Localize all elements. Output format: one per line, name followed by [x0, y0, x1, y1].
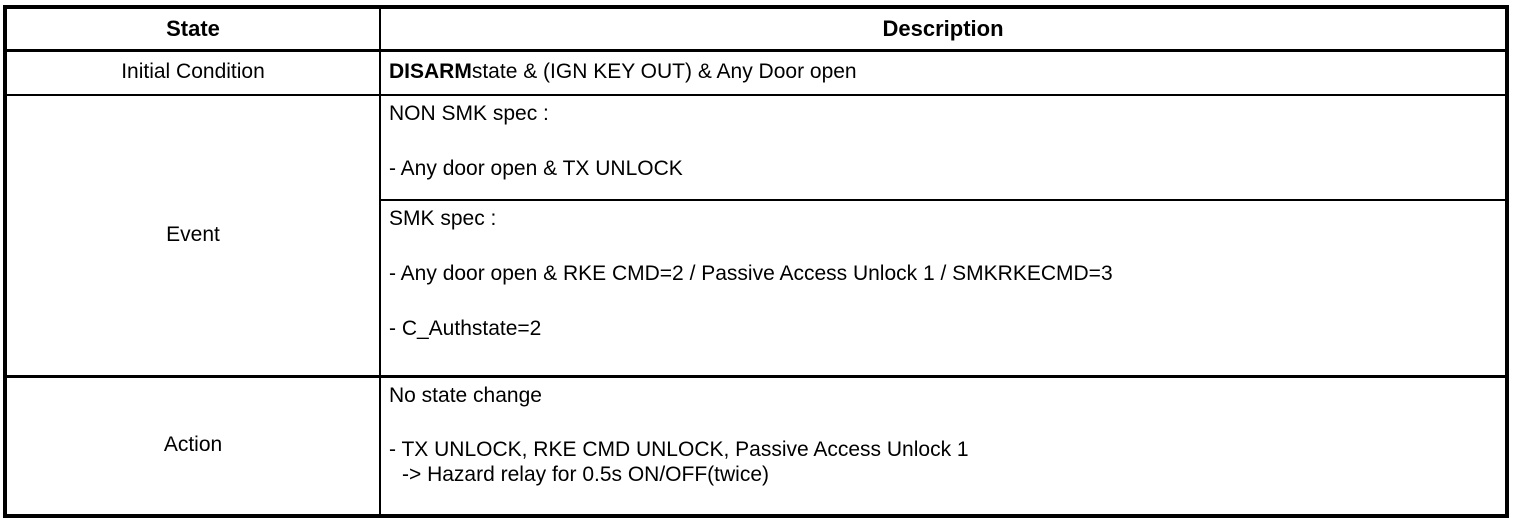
description-event-smk: SMK spec : - Any door open & RKE CMD=2 /…: [379, 199, 1508, 377]
header-row: State Description: [4, 6, 1508, 52]
description-event-non-smk: NON SMK spec : - Any door open & TX UNLO…: [379, 94, 1508, 201]
smk-heading: SMK spec :: [389, 207, 497, 230]
initial-condition-rest: state & (IGN KEY OUT) & Any Door open: [471, 60, 857, 84]
description-initial-condition: DISARMstate & (IGN KEY OUT) & Any Door o…: [379, 49, 1508, 96]
spacer-line: [389, 287, 1505, 317]
description-action: No state change - TX UNLOCK, RKE CMD UNL…: [379, 374, 1508, 517]
non-smk-heading: NON SMK spec :: [389, 102, 549, 125]
smk-item-1: - Any door open & RKE CMD=2 / Passive Ac…: [389, 261, 1113, 285]
table-header: State Description: [4, 6, 1508, 52]
column-header-state: State: [4, 6, 381, 52]
state-label-initial-condition: Initial Condition: [4, 49, 381, 96]
initial-condition-text: DISARMstate & (IGN KEY OUT) & Any Door o…: [389, 60, 1505, 85]
spacer-line: [389, 408, 1505, 438]
action-item-2: -> Hazard relay for 0.5s ON/OFF(twice): [402, 463, 769, 487]
smk-item-2: - C_Authstate=2: [389, 316, 542, 340]
state-description-table: State Description Initial Condition DISA…: [3, 5, 1509, 518]
column-header-description: Description: [379, 6, 1508, 52]
table-row-event-smk: SMK spec : - Any door open & RKE CMD=2 /…: [5, 199, 1508, 377]
disarm-keyword: DISARM: [389, 60, 472, 84]
action-item-1: - TX UNLOCK, RKE CMD UNLOCK, Passive Acc…: [389, 438, 969, 462]
action-heading: No state change: [389, 383, 542, 407]
state-label-event: Event: [4, 94, 381, 378]
table-row-initial-condition: Initial Condition DISARMstate & (IGN KEY…: [4, 49, 1508, 96]
table-row-action: Action No state change - TX UNLOCK, RKE …: [4, 374, 1508, 517]
spacer-line: [389, 232, 1505, 262]
non-smk-item-1: - Any door open & TX UNLOCK: [389, 156, 683, 180]
state-label-action: Action: [4, 374, 381, 517]
table-row-event-non-smk: Event NON SMK spec : - Any door open & T…: [4, 94, 1508, 378]
spacer-line: [389, 127, 1505, 157]
table-body: Initial Condition DISARMstate & (IGN KEY…: [4, 49, 1508, 517]
